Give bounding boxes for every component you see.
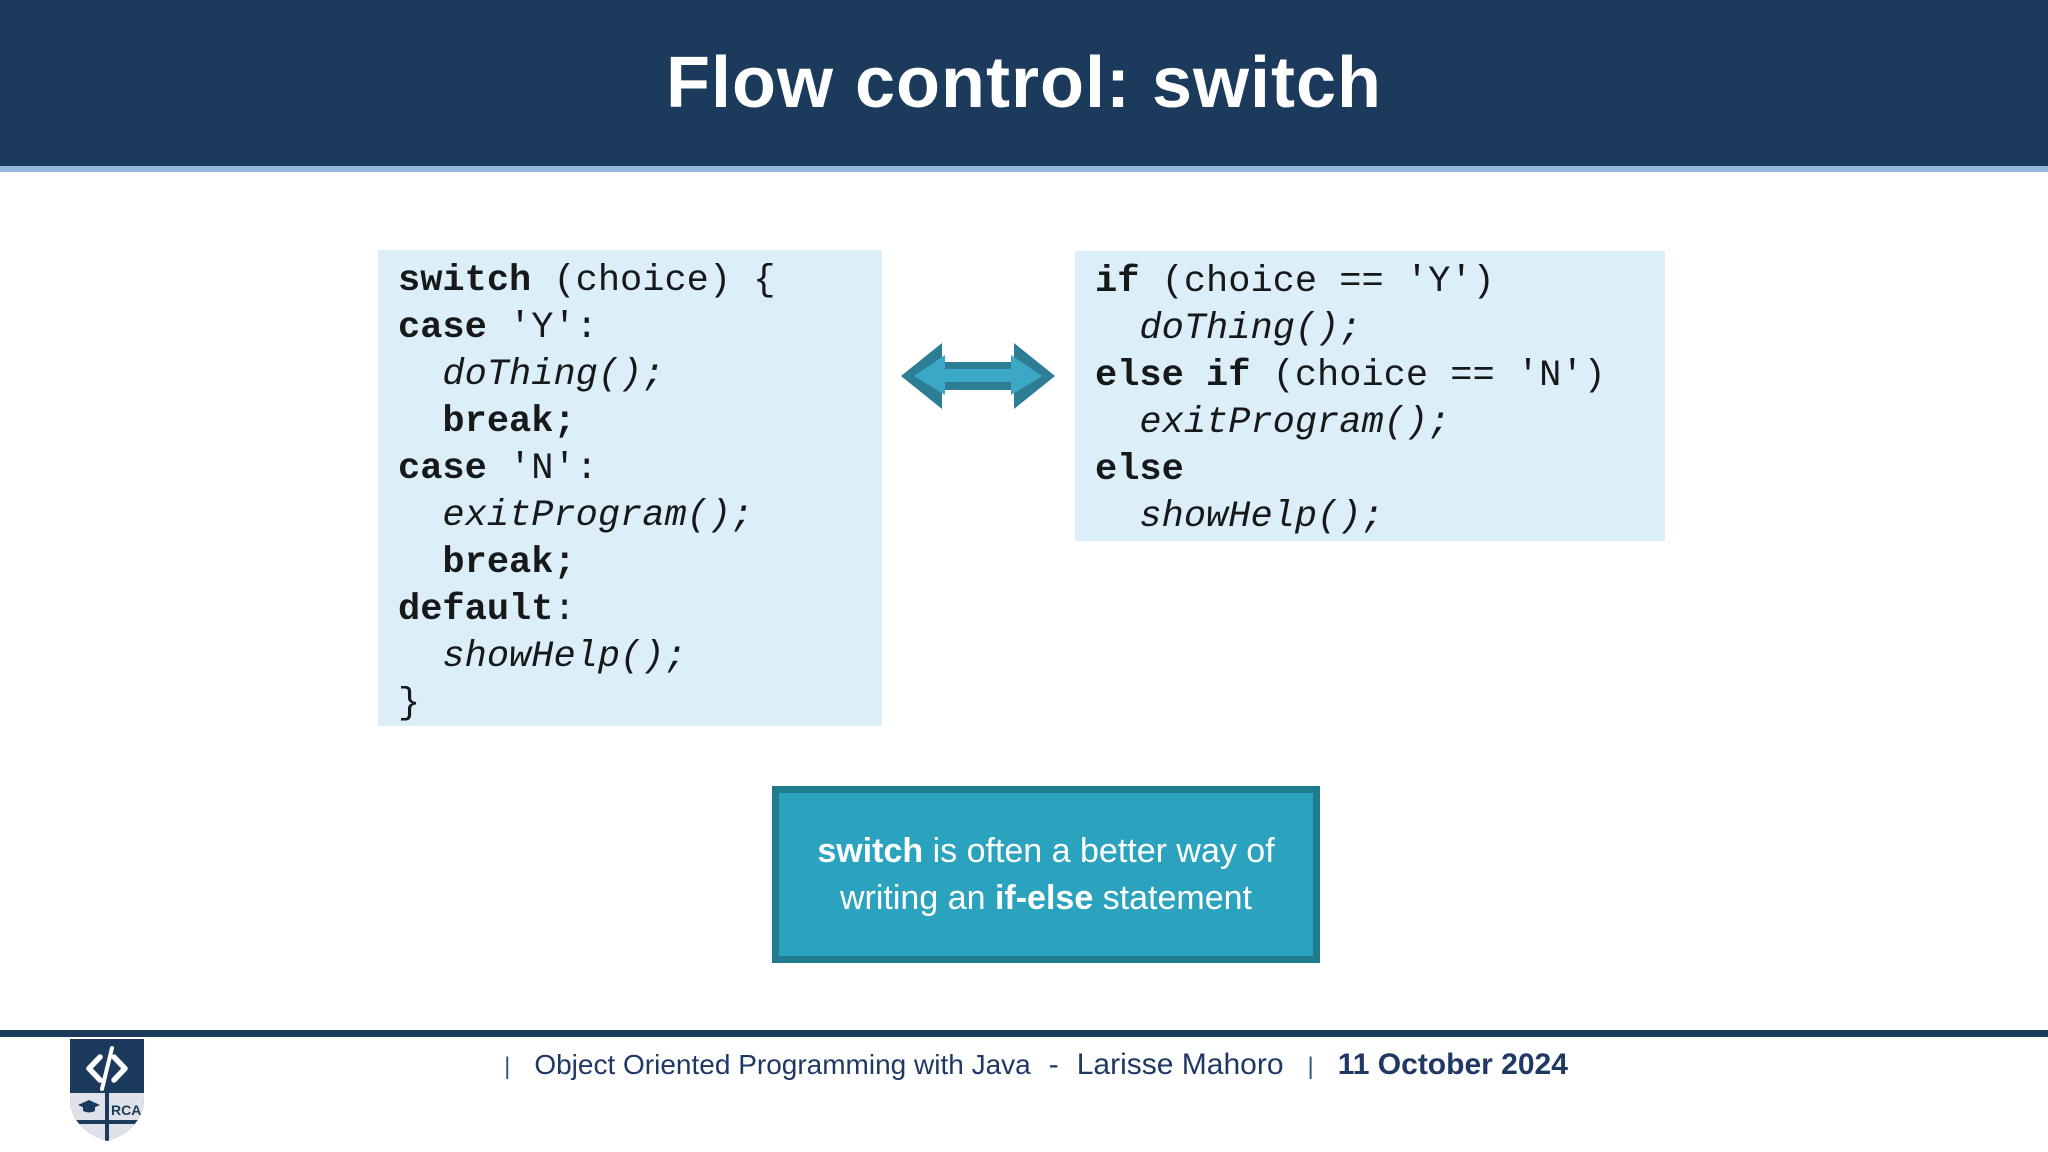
callout-box: switch is often a better way of writing … bbox=[772, 786, 1320, 963]
code-line: exitProgram(); bbox=[1139, 402, 1451, 444]
double-headed-arrow-icon bbox=[901, 343, 1055, 409]
author-name: Larisse Mahoro bbox=[1076, 1048, 1284, 1081]
code-line: else bbox=[1095, 449, 1184, 491]
code-line: switch (choice) { bbox=[398, 260, 776, 302]
graduation-cap-icon bbox=[78, 1100, 100, 1113]
code-line: break; bbox=[442, 542, 576, 584]
footer-divider bbox=[0, 1030, 2048, 1037]
logo-rca-text: RCA bbox=[111, 1102, 141, 1118]
equivalence-arrow-icon bbox=[898, 335, 1058, 417]
rca-shield-logo-icon: RCA bbox=[70, 1039, 144, 1141]
footer: | Object Oriented Programming with Java … bbox=[0, 1048, 2048, 1082]
code-line: if (choice == 'Y') bbox=[1095, 261, 1495, 303]
code-line: case 'N': bbox=[398, 448, 598, 490]
slide-date: 11 October 2024 bbox=[1337, 1048, 1568, 1081]
code-line: exitProgram(); bbox=[442, 495, 754, 537]
code-line: showHelp(); bbox=[1139, 496, 1384, 538]
slide-title: Flow control: switch bbox=[666, 43, 1382, 123]
code-line: showHelp(); bbox=[442, 636, 687, 678]
code-line: else if (choice == 'N') bbox=[1095, 355, 1606, 397]
code-brackets-icon bbox=[86, 1046, 128, 1091]
if-else-code-block: if (choice == 'Y') doThing(); else if (ch… bbox=[1075, 251, 1665, 541]
code-line: default: bbox=[398, 589, 576, 631]
footer-separator: | bbox=[1307, 1053, 1314, 1080]
code-line: doThing(); bbox=[1139, 308, 1362, 350]
slide-header: Flow control: switch bbox=[0, 0, 2048, 172]
code-line: break; bbox=[442, 401, 576, 443]
switch-code-block: switch (choice) { case 'Y': doThing(); br… bbox=[378, 250, 882, 726]
code-line: case 'Y': bbox=[398, 307, 598, 349]
code-line: } bbox=[398, 683, 421, 725]
course-name: Object Oriented Programming with Java bbox=[534, 1049, 1031, 1080]
footer-separator: | bbox=[504, 1053, 511, 1080]
footer-dash: - bbox=[1048, 1048, 1059, 1081]
code-line: doThing(); bbox=[442, 354, 665, 396]
callout-text: switch is often a better way of writing … bbox=[817, 831, 1275, 917]
